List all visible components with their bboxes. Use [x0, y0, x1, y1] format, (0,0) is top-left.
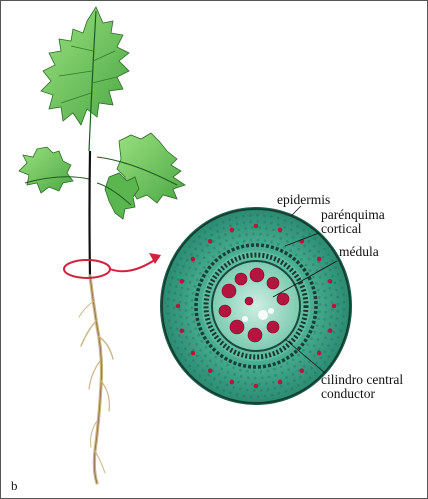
left-leaf [18, 146, 74, 194]
label-cortical-parenchyma-2: cortical [321, 221, 362, 236]
leaves [18, 6, 186, 220]
label-leader-lines [272, 205, 338, 374]
label-epidermis: epidermis [277, 192, 331, 207]
label-central-cylinder-1: cilindro central [321, 372, 404, 387]
panel-letter: b [11, 478, 18, 493]
label-cortical-parenchyma-1: parénquima [321, 207, 385, 222]
lower-right-leaf [104, 172, 140, 220]
arrow-head [149, 253, 161, 264]
label-medulla: médula [339, 244, 379, 259]
stem [88, 150, 92, 277]
cross-section-pointer [63, 253, 161, 279]
top-leaf [40, 6, 130, 126]
stem-section-marker [63, 259, 111, 279]
label-central-cylinder-2: conductor [321, 386, 375, 401]
roots [78, 274, 114, 485]
